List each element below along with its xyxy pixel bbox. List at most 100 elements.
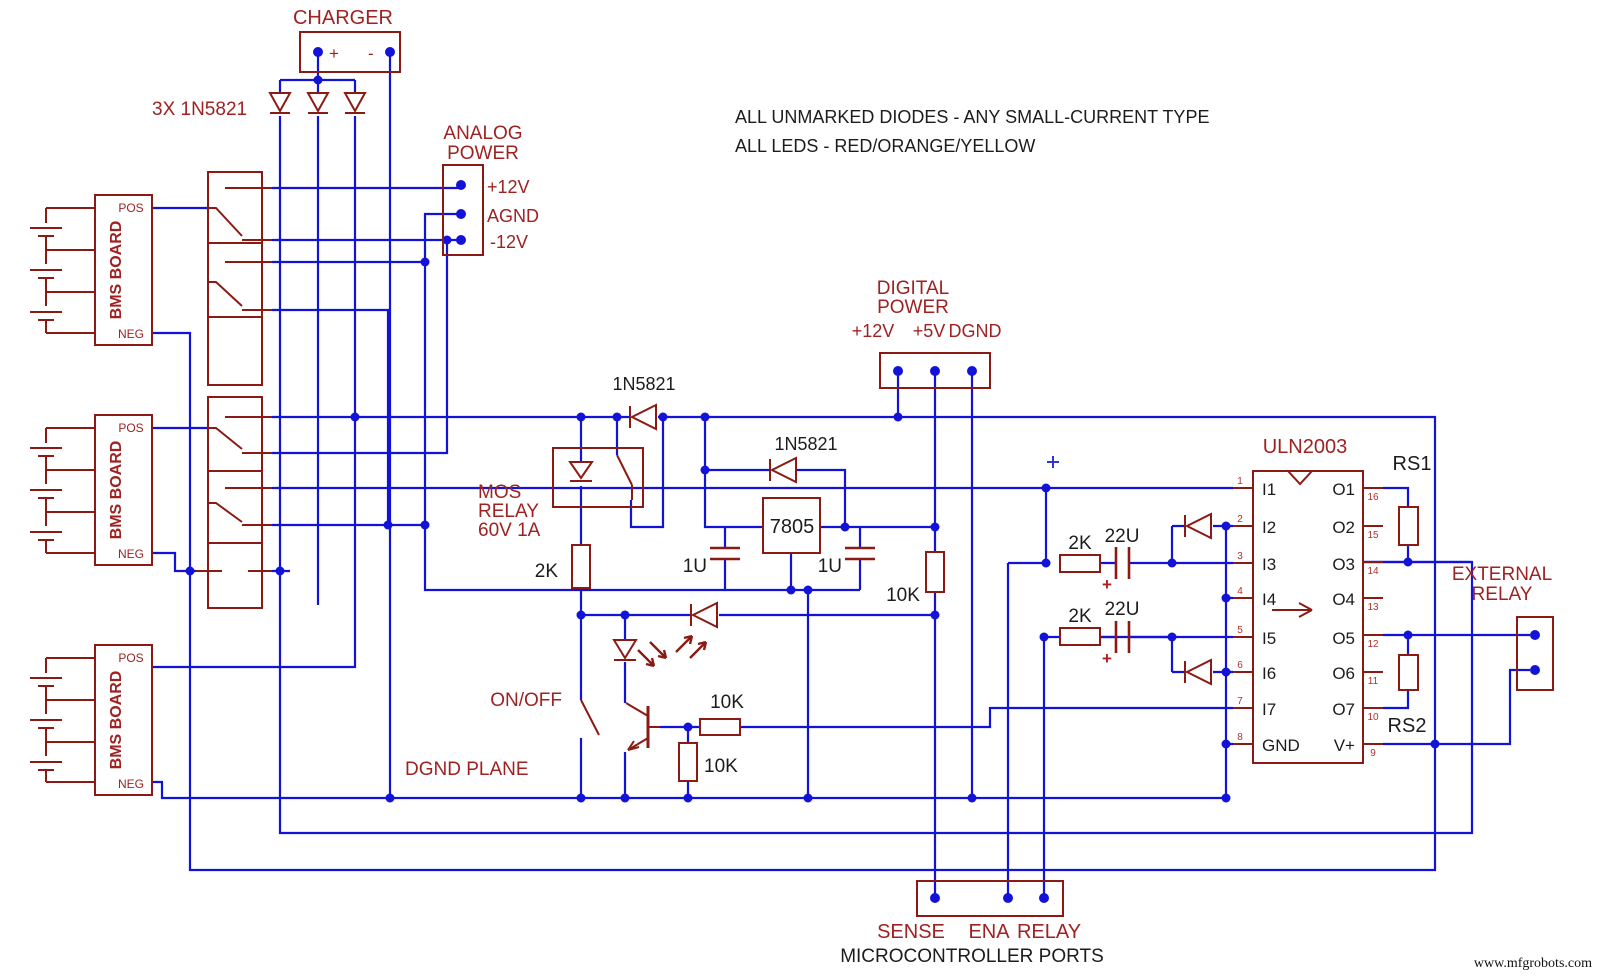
resistor-10k-base [699, 718, 741, 736]
analog-pin-agnd: AGND [487, 206, 539, 226]
mos-relay-label3: 60V 1A [478, 520, 541, 541]
bms2-neg-label: NEG [118, 547, 144, 561]
uln-pinnum-12: 12 [1367, 639, 1379, 650]
uln-pin-i5: I5 [1262, 629, 1276, 648]
uln-pin-i7: I7 [1262, 700, 1276, 719]
diode-bank-label: 3X 1N5821 [152, 99, 247, 120]
rs2-label: RS2 [1388, 715, 1427, 737]
resistor-2k-mos [571, 544, 591, 589]
r2k-ena-label: 2K [1068, 533, 1092, 554]
uln-pin-gnd: GND [1262, 736, 1300, 755]
dgnd-plane-label: DGND PLANE [405, 759, 529, 780]
mcu-ena-label: ENA [968, 921, 1010, 943]
junction-dots [185, 75, 1440, 803]
components [30, 31, 1554, 917]
cap-22u-ena-icon [1114, 547, 1131, 579]
uln-pin-o6: O6 [1332, 664, 1355, 683]
uln-pin-o4: O4 [1332, 590, 1355, 609]
uln-pin-i2: I2 [1262, 518, 1276, 537]
c22u-ena-polarity: + [1102, 575, 1112, 594]
uln-pin-o1: O1 [1332, 480, 1355, 499]
analog-pin-12v: +12V [487, 177, 530, 197]
diode-1n5821-bypass-icon [769, 456, 797, 484]
uln-pinnum-16: 16 [1367, 492, 1379, 503]
resistor-rs2 [1398, 654, 1419, 691]
bms3-neg-label: NEG [118, 777, 144, 791]
labels: CHARGER + - 3X 1N5821 ANALOG POWER +12V … [108, 7, 1592, 971]
diode-bank-icon [268, 92, 367, 114]
uln-pinnum-1: 1 [1237, 476, 1243, 487]
digital-pin-dgnd: DGND [949, 321, 1002, 341]
diode-relay-icon [1184, 658, 1212, 686]
c22u-ena-label: 22U [1105, 526, 1140, 547]
regulator-7805 [762, 497, 821, 554]
digital-power-connector [879, 352, 991, 389]
analog-power-title1: ANALOG [443, 123, 522, 144]
uln-pinnum-4: 4 [1237, 586, 1243, 597]
uln-pinnum-8: 8 [1237, 732, 1243, 743]
analog-pin-neg12v: -12V [490, 232, 528, 252]
analog-power-title2: POWER [447, 143, 519, 164]
note-leds: ALL LEDS - RED/ORANGE/YELLOW [735, 136, 1035, 156]
uln-pin-o7: O7 [1332, 700, 1355, 719]
cap1u-out-label: 1U [818, 556, 842, 577]
led-icon [612, 639, 668, 668]
uln-pinnum-9: 9 [1370, 748, 1376, 759]
uln-pinnum-2: 2 [1237, 514, 1243, 525]
mos-relay-label2: RELAY [478, 501, 539, 522]
uln-pin-o5: O5 [1332, 629, 1355, 648]
uln-pinnum-15: 15 [1367, 530, 1379, 541]
uln-pinnum-14: 14 [1367, 566, 1379, 577]
uln-pin-vplus: V+ [1334, 736, 1355, 755]
digital-power-title1: DIGITAL [877, 278, 950, 299]
charger-title: CHARGER [293, 7, 393, 29]
uln2003-ic [1233, 470, 1383, 764]
rs1-label: RS1 [1393, 453, 1432, 475]
bms-board-3 [30, 644, 153, 796]
uln-pinnum-6: 6 [1237, 660, 1243, 671]
cap-22u-relay-icon [1114, 621, 1131, 653]
resistor-2k-relay [1059, 627, 1101, 646]
bms1-neg-label: NEG [118, 327, 144, 341]
mos-relay-label1: MOS [478, 482, 521, 503]
bms1-board-label: BMS BOARD [108, 221, 125, 320]
cursor-cross-icon [1047, 456, 1059, 468]
external-relay-label2: RELAY [1472, 584, 1533, 605]
mcu-ports-connector [916, 880, 1064, 917]
note-diodes: ALL UNMARKED DIODES - ANY SMALL-CURRENT … [735, 107, 1209, 127]
uln-pinnum-13: 13 [1367, 602, 1379, 613]
r10k-pulldown-label: 10K [704, 756, 738, 777]
mos-relay [552, 447, 644, 508]
uln-pin-o3: O3 [1332, 555, 1355, 574]
r10k-base-label: 10K [710, 692, 744, 713]
uln-pin-i6: I6 [1262, 664, 1276, 683]
bms1-pos-label: POS [118, 201, 143, 215]
diode-ena-icon [1184, 512, 1212, 540]
digital-pin-12v: +12V [852, 321, 895, 341]
uln-pin-i4: I4 [1262, 590, 1276, 609]
charger-minus-label: - [368, 44, 374, 63]
r2k-relay-label: 2K [1068, 606, 1092, 627]
resistor-2k-ena [1059, 554, 1101, 573]
connector-pins [313, 47, 1540, 903]
mcu-ports-title: MICROCONTROLLER PORTS [840, 946, 1104, 967]
uln2003-title: ULN2003 [1263, 436, 1348, 458]
charger-connector [299, 31, 401, 73]
bms2-board-label: BMS BOARD [108, 441, 125, 540]
cap1u-in-label: 1U [683, 556, 707, 577]
charger-plus-label: + [329, 44, 339, 63]
uln-pinnum-10: 10 [1367, 712, 1379, 723]
mcu-sense-label: SENSE [877, 921, 945, 943]
uln-pinnum-11: 11 [1368, 676, 1379, 687]
c22u-relay-label: 22U [1105, 599, 1140, 620]
resistor-rs1 [1398, 506, 1419, 546]
npn-transistor-icon [625, 702, 660, 751]
wiring [152, 52, 1530, 898]
uln-pin-i1: I1 [1262, 480, 1276, 499]
digital-pin-5v: +5V [913, 321, 946, 341]
bms-board-2 [30, 414, 153, 566]
watermark: www.mfgrobots.com [1474, 956, 1592, 971]
uln-pin-o2: O2 [1332, 518, 1355, 537]
